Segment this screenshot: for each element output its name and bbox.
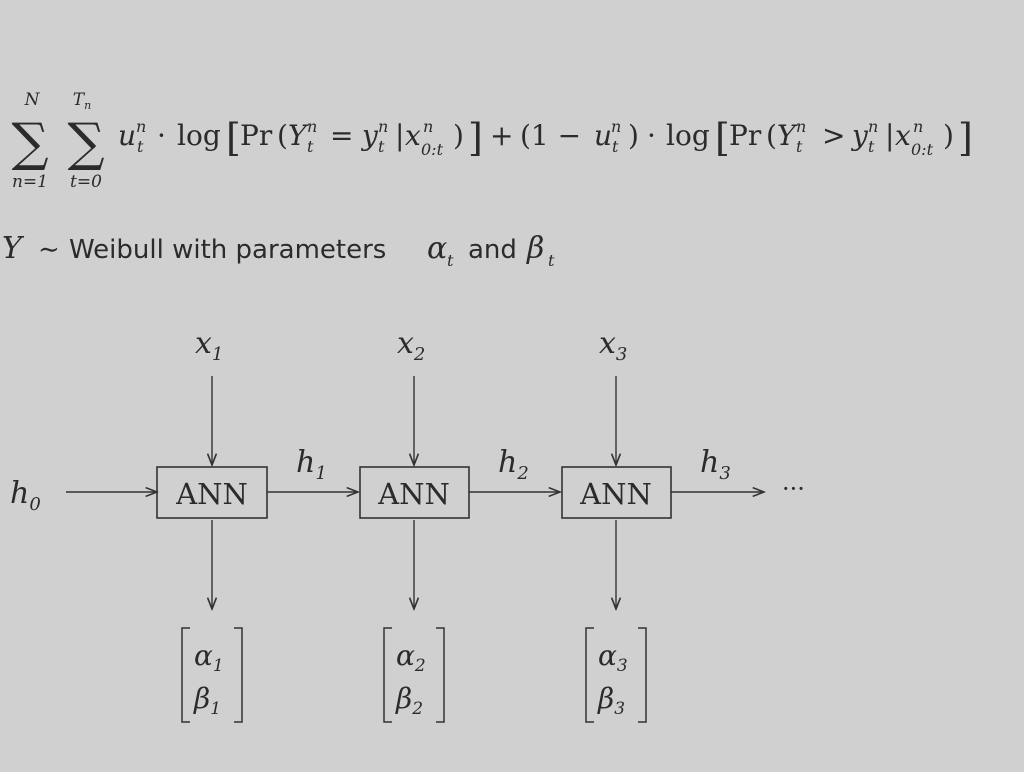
svg-text:n: n	[796, 117, 806, 136]
beta-3: β3	[597, 682, 625, 719]
svg-text:·: ·	[647, 119, 656, 152]
svg-text:t: t	[868, 137, 875, 156]
svg-text:[: [	[226, 116, 241, 160]
param-vector-3: α3 β3	[585, 627, 647, 723]
svg-text:t: t	[548, 251, 555, 270]
svg-text:): )	[628, 119, 639, 152]
svg-text:t: t	[447, 251, 454, 270]
hidden-h1: h1	[296, 445, 327, 484]
param-vector-1: α1 β1	[181, 627, 243, 723]
dist-and: and	[468, 235, 517, 265]
svg-text:0:t: 0:t	[911, 140, 934, 159]
alpha-2: α2	[396, 639, 426, 676]
inner-sum-lower-limit: t=0	[70, 172, 102, 192]
dist-variable: Y	[2, 231, 25, 266]
beta-1: β1	[193, 682, 221, 719]
svg-text:y: y	[850, 119, 869, 152]
pr-1: Pr	[240, 119, 273, 152]
svg-text:(: (	[277, 119, 288, 152]
input-x3: x3	[599, 326, 627, 365]
svg-text:n: n	[423, 117, 433, 136]
rnn-diagram: h0 x1 ANN α1 β1 h1 x2	[10, 326, 805, 723]
svg-text:>: >	[822, 119, 845, 152]
u-term: u	[118, 119, 136, 152]
distribution-statement: Y ∼ Weibull with parameters α t and β t	[2, 231, 555, 270]
svg-text:·: ·	[157, 119, 166, 152]
dist-tilde: ∼	[38, 235, 60, 265]
ann-label-3: ANN	[579, 477, 652, 511]
svg-text:t: t	[378, 137, 385, 156]
log-1: log	[177, 119, 221, 152]
svg-text:]: ]	[958, 116, 973, 160]
svg-text:+: +	[490, 119, 513, 152]
svg-text:0:t: 0:t	[421, 140, 444, 159]
log-2: log	[666, 119, 710, 152]
dist-alpha: α	[427, 231, 447, 266]
dist-text: Weibull with parameters	[69, 235, 386, 265]
svg-text:=: =	[330, 119, 353, 152]
svg-text:u: u	[594, 119, 612, 152]
svg-text:x: x	[405, 119, 421, 152]
alpha-1: α1	[194, 639, 224, 676]
svg-text:|: |	[395, 119, 404, 152]
sum-symbol-outer: ∑	[11, 113, 48, 173]
pr-2: Pr	[729, 119, 762, 152]
svg-text:): )	[453, 119, 464, 152]
svg-text:n: n	[136, 117, 146, 136]
param-vector-2: α2 β2	[383, 627, 445, 723]
svg-text:t: t	[796, 137, 803, 156]
sum-lower-limit: n=1	[12, 172, 48, 192]
svg-text:n: n	[378, 117, 388, 136]
svg-text:y: y	[360, 119, 379, 152]
dist-beta: β	[526, 231, 544, 266]
sum-upper-limit: N	[24, 90, 41, 110]
input-x2: x2	[397, 326, 425, 365]
svg-text:): )	[943, 119, 954, 152]
svg-text:(: (	[766, 119, 777, 152]
svg-text:(1 −: (1 −	[520, 119, 581, 152]
svg-text:n: n	[307, 117, 317, 136]
svg-text:n: n	[611, 117, 621, 136]
svg-text:t: t	[612, 137, 619, 156]
svg-text:|: |	[885, 119, 894, 152]
svg-text:Y: Y	[777, 119, 798, 152]
svg-text:n: n	[868, 117, 878, 136]
continuation-ellipsis: ···	[782, 475, 805, 503]
ann-label-2: ANN	[377, 477, 450, 511]
svg-text:t: t	[307, 137, 314, 156]
input-x1: x1	[195, 326, 223, 365]
loss-formula: N ∑ n=1 Tn ∑ t=0 u n t · log [ Pr ( Y n …	[11, 90, 972, 192]
rnn-cell-2: x2 ANN α2 β2	[359, 326, 470, 723]
rnn-cell-1: x1 ANN α1 β1	[156, 326, 268, 723]
svg-text:Y: Y	[288, 119, 309, 152]
rnn-cell-3: x3 ANN α3 β3	[561, 326, 672, 723]
alpha-3: α3	[598, 639, 628, 676]
hidden-h3: h3	[700, 445, 731, 484]
svg-text:n: n	[913, 117, 923, 136]
hidden-h2: h2	[498, 445, 529, 484]
h0-label: h0	[10, 476, 41, 515]
sum-symbol-inner: ∑	[67, 113, 104, 173]
svg-text:t: t	[137, 137, 144, 156]
svg-text:x: x	[895, 119, 911, 152]
svg-text:]: ]	[468, 116, 483, 160]
inner-sum-upper-limit: Tn	[73, 90, 91, 112]
svg-text:[: [	[715, 116, 730, 160]
ann-label-1: ANN	[175, 477, 248, 511]
beta-2: β2	[395, 682, 423, 719]
